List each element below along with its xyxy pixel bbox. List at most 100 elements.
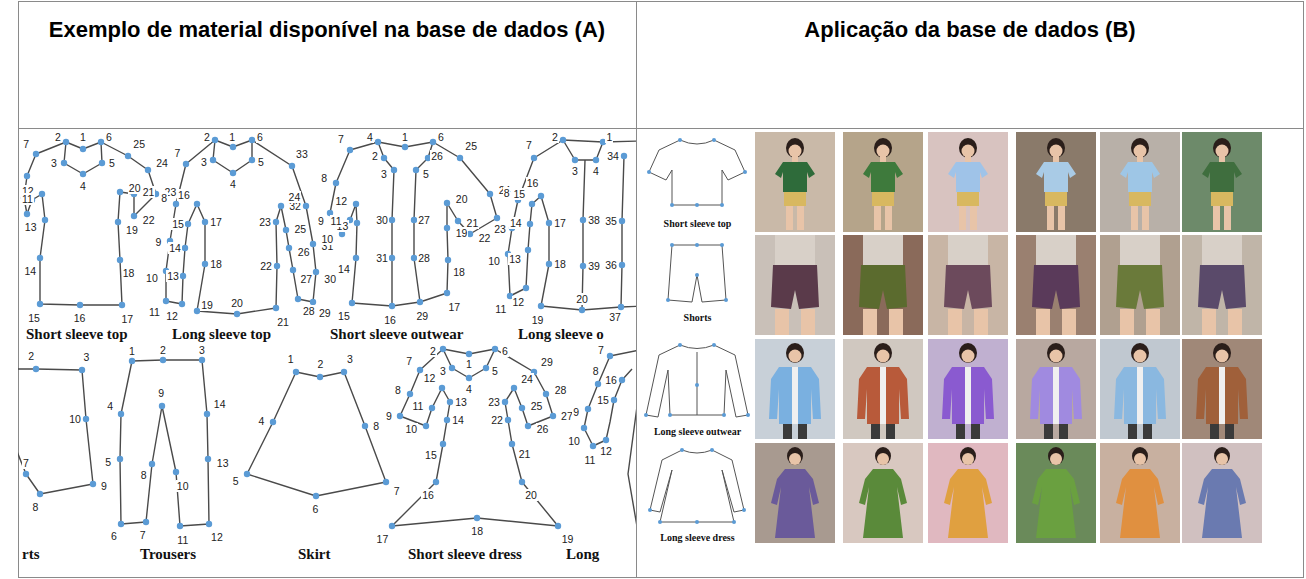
keypoint-dot xyxy=(149,461,155,467)
keypoint-dot xyxy=(185,221,191,227)
keypoint-dot xyxy=(117,257,123,263)
photo-background xyxy=(928,443,1008,543)
garment-name: Short sleeve top xyxy=(26,326,128,342)
keypoint-dot xyxy=(590,443,596,449)
callout-number: 25 xyxy=(293,223,307,235)
keypoint-dot xyxy=(118,521,124,527)
keypoint-dot xyxy=(670,243,674,247)
keypoint-dot xyxy=(278,203,284,209)
callout-number: 6 xyxy=(312,503,320,515)
callout-number: 30 xyxy=(323,273,337,285)
photo xyxy=(1016,443,1096,543)
keypoint-dot xyxy=(511,385,517,391)
callout-number: 29 xyxy=(416,310,430,322)
keypoint-dot xyxy=(270,419,276,425)
callout-number: 9 xyxy=(155,236,163,248)
callout-number: 7 xyxy=(174,147,182,159)
callout-number: 18 xyxy=(553,258,567,270)
keypoint-dot xyxy=(720,203,724,207)
callout-number: 10 xyxy=(321,233,335,245)
keypoint-dot xyxy=(230,170,236,176)
keypoint-dot xyxy=(525,247,531,253)
callout-number: 2 xyxy=(27,350,35,362)
callout-number: 16 xyxy=(73,312,87,324)
callout-number: 3 xyxy=(380,168,388,180)
keypoint-dot xyxy=(546,220,552,226)
keypoint-dot xyxy=(83,416,89,422)
person-figure xyxy=(1036,138,1076,230)
keypoint-dot xyxy=(33,366,39,372)
keypoint-dot xyxy=(204,411,210,417)
keypoint-dot xyxy=(77,302,83,308)
template-box: Short sleeve top xyxy=(645,133,750,230)
photo xyxy=(755,443,835,543)
callout-number: 18 xyxy=(470,525,484,537)
callout-number: 3 xyxy=(50,157,58,169)
callout-number: 7 xyxy=(139,529,147,541)
keypoint-dot xyxy=(182,245,188,251)
keypoint-dot xyxy=(585,406,591,412)
keypoint-dot xyxy=(249,157,255,163)
keypoint-dot xyxy=(339,231,345,237)
callout-number: 7 xyxy=(597,344,605,356)
photo-background xyxy=(1100,132,1180,232)
garment-outline xyxy=(628,384,636,544)
keypoint-dot xyxy=(449,365,455,371)
callout-number: 13 xyxy=(508,253,522,265)
keypoint-dot xyxy=(742,508,746,512)
callout-number: 2 xyxy=(54,131,62,143)
keypoint-dot xyxy=(115,219,121,225)
keypoint-dot xyxy=(618,304,624,310)
person-figure xyxy=(942,343,994,439)
callout-number: 18 xyxy=(122,267,136,279)
keypoint-dot xyxy=(523,285,529,291)
keypoint-dot xyxy=(621,153,627,159)
photo-background xyxy=(1016,132,1096,232)
keypoint-dot xyxy=(290,267,296,273)
garment-outline xyxy=(213,140,252,173)
keypoint-dot xyxy=(206,521,212,527)
garment-outline xyxy=(330,142,497,306)
keypoint-dot xyxy=(353,255,359,261)
keypoint-dot xyxy=(550,413,556,419)
callout-number: 20 xyxy=(455,193,469,205)
callout-number: 10 xyxy=(176,480,190,492)
keypoint-dot xyxy=(129,358,135,364)
person-figure xyxy=(948,138,988,230)
keypoint-dot xyxy=(24,211,30,217)
callout-number: 17 xyxy=(121,313,135,325)
person-figure xyxy=(1116,235,1164,335)
callout-number: 12 xyxy=(210,531,224,543)
person-figure xyxy=(771,235,819,335)
keypoint-dot xyxy=(619,262,625,268)
keypoint-dot xyxy=(202,261,208,267)
keypoint-dot xyxy=(42,217,48,223)
person-figure xyxy=(1202,138,1242,230)
keypoint-dot xyxy=(407,391,413,397)
callout-number: 23 xyxy=(493,223,507,235)
person-figure xyxy=(1120,138,1160,230)
photo-background xyxy=(928,235,1008,335)
keypoint-dot xyxy=(37,301,43,307)
person-figure xyxy=(1198,447,1246,538)
keypoint-dot xyxy=(603,437,609,443)
garment-outline xyxy=(621,156,624,307)
callout-number: 1 xyxy=(287,353,295,365)
photo xyxy=(1182,339,1262,439)
callout-number: 20 xyxy=(128,182,142,194)
garment-name: Trousers xyxy=(140,546,196,562)
keypoint-dot xyxy=(80,171,86,177)
callout-number: 10 xyxy=(145,272,159,284)
keypoint-dot xyxy=(666,298,670,302)
callout-number: 15 xyxy=(27,312,41,324)
keypoint-dot xyxy=(433,479,439,485)
callout-number: 31 xyxy=(375,252,389,264)
callout-number: 19 xyxy=(531,314,545,326)
callout-number: 2 xyxy=(371,150,379,162)
keypoint-dot xyxy=(581,425,587,431)
keypoint-dot xyxy=(519,405,525,411)
keypoint-dot xyxy=(347,147,353,153)
callout-number: 16 xyxy=(421,489,435,501)
callout-number: 5 xyxy=(257,156,265,168)
callout-number: 28 xyxy=(302,305,316,317)
